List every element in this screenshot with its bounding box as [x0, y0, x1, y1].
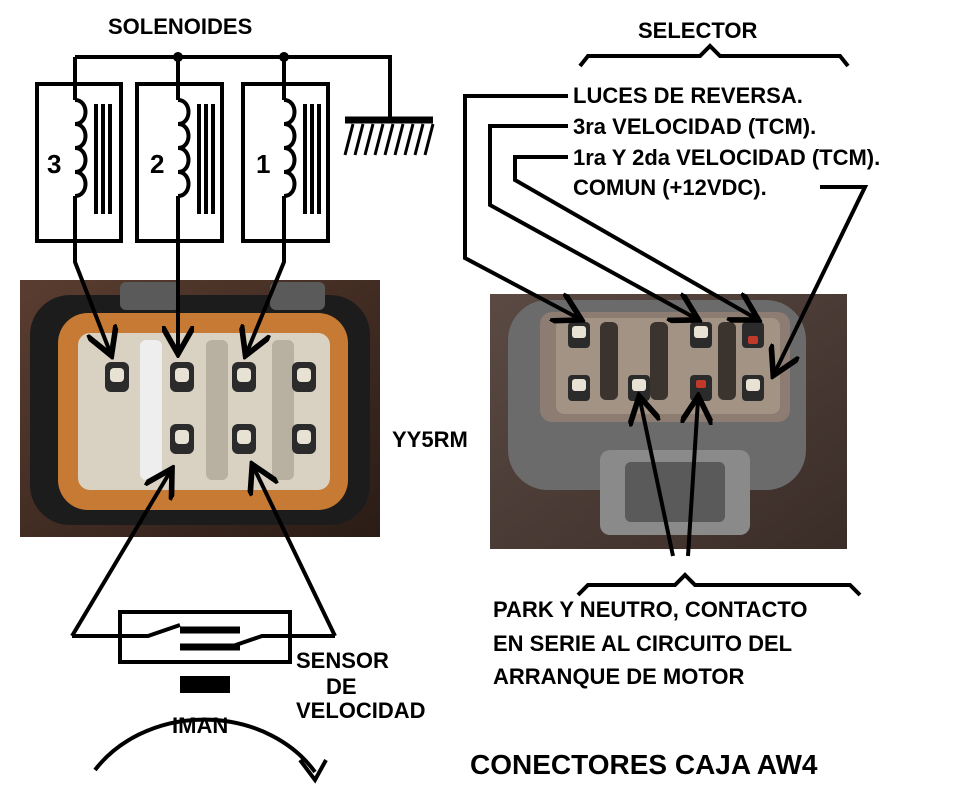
sensor-arrow-left — [70, 472, 170, 638]
diagram-title: CONECTORES CAJA AW4 — [470, 749, 818, 780]
coil-number-3: 3 — [47, 149, 61, 179]
speed-sensor-line-3: VELOCIDAD — [296, 698, 426, 723]
selector-wire-arrows — [463, 94, 869, 372]
solenoid-coil-2: 2 — [135, 57, 224, 243]
selector-pin-common: COMUN (+12VDC). — [573, 175, 767, 200]
solenoid-connector-photo — [20, 280, 380, 537]
solenoid-coil-1: 1 — [241, 57, 330, 243]
solenoids-group: SOLENOIDES 3 — [35, 14, 435, 243]
connector-code: YY5RM — [392, 427, 468, 452]
selector-pin-reverse-lights: LUCES DE REVERSA. — [573, 83, 803, 108]
coil-number-1: 1 — [256, 149, 270, 179]
rotation-arc — [93, 717, 317, 774]
selector-pin-3rd-speed: 3ra VELOCIDAD (TCM). — [573, 114, 816, 139]
solenoid-wire-arrows — [73, 241, 286, 352]
park-neutral-line-2: EN SERIE AL CIRCUITO DEL — [493, 631, 792, 656]
coil-number-2: 2 — [150, 149, 164, 179]
park-neutral-arrow-2 — [688, 400, 698, 557]
selector-brace — [578, 43, 850, 68]
magnet-block — [180, 676, 230, 693]
speed-sensor-line-1: SENSOR — [296, 648, 389, 673]
reed-contact-left — [72, 623, 181, 638]
speed-sensor-group: IMAN SENSOR DE VELOCIDAD — [70, 468, 426, 784]
reed-contact-right — [229, 634, 335, 649]
selector-connector-photo — [490, 294, 847, 549]
rotation-arrowhead — [298, 758, 328, 784]
magnet-label: IMAN — [172, 713, 228, 738]
ground-symbol — [343, 116, 435, 156]
park-neutral-group: PARK Y NEUTRO, CONTACTO EN SERIE AL CIRC… — [493, 400, 862, 689]
speed-sensor-line-2: DE — [326, 674, 357, 699]
selector-pin-1st-2nd-speed: 1ra Y 2da VELOCIDAD (TCM). — [573, 145, 880, 170]
park-neutral-line-3: ARRANQUE DE MOTOR — [493, 664, 744, 689]
selector-heading: SELECTOR — [638, 18, 758, 43]
solenoids-heading: SOLENOIDES — [108, 14, 252, 39]
selector-group: SELECTOR LUCES DE REVERSA. 3ra VELOCIDAD… — [573, 18, 880, 200]
park-neutral-line-1: PARK Y NEUTRO, CONTACTO — [493, 597, 808, 622]
park-neutral-brace — [576, 572, 862, 597]
connector-terminals — [105, 362, 316, 454]
solenoid-coil-3: 3 — [35, 57, 123, 243]
sensor-arrow-right — [254, 468, 337, 637]
park-neutral-arrow-1 — [640, 400, 675, 557]
